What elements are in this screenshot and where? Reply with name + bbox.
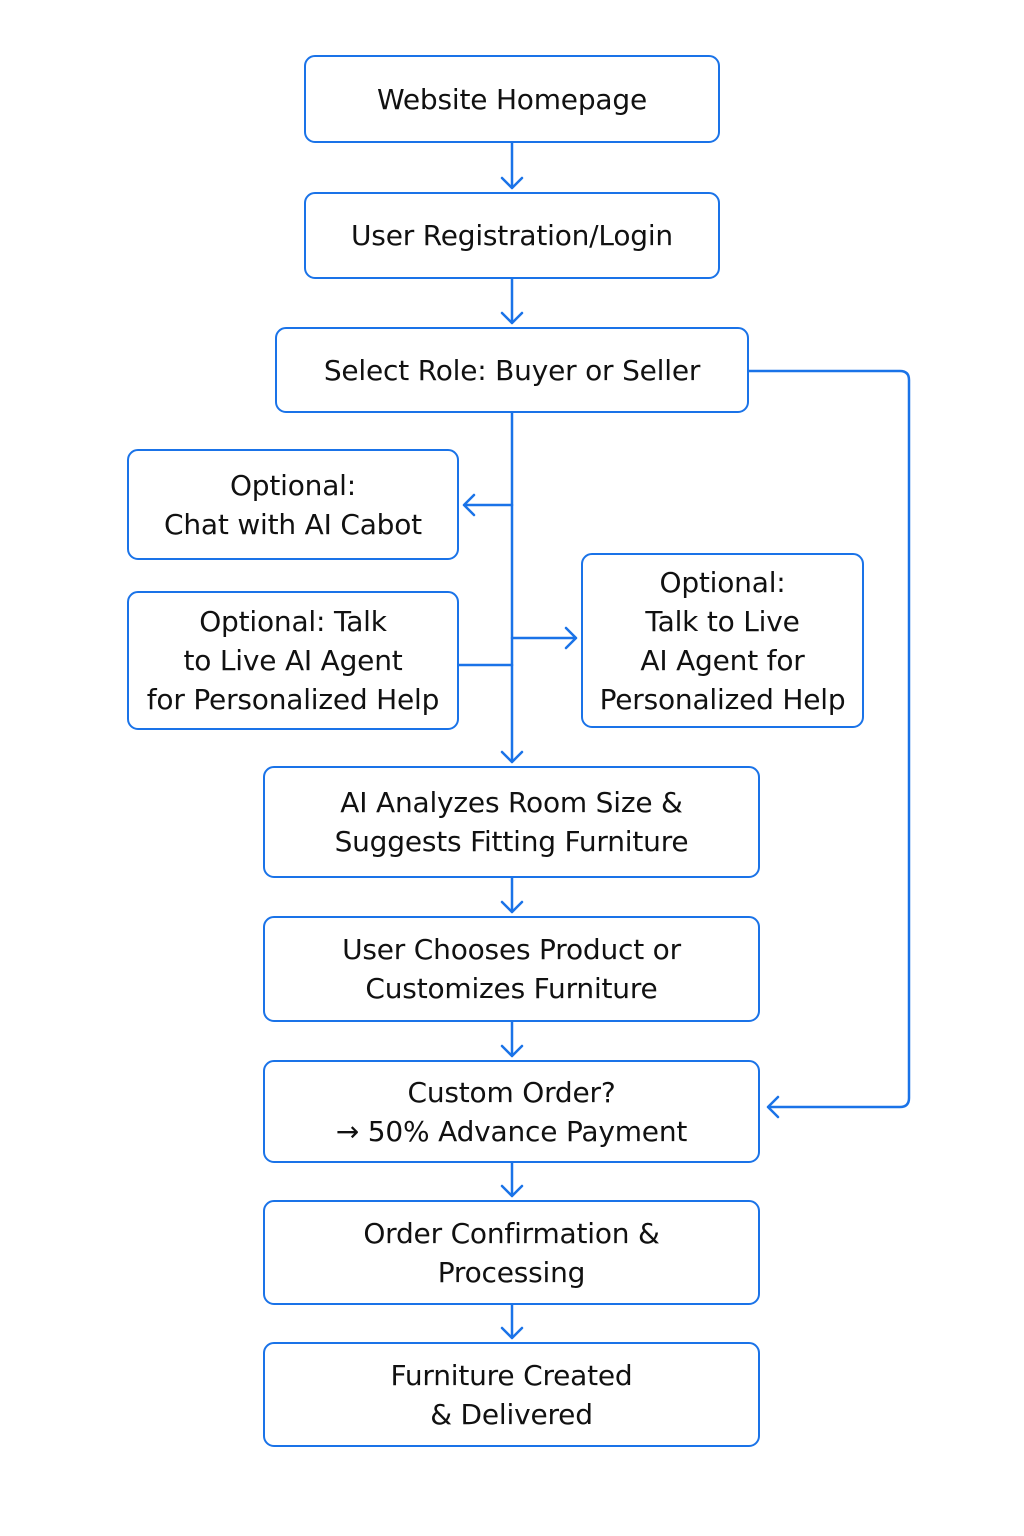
line-main-trunk [500, 411, 524, 764]
arrow-custom-order-to-confirmation [500, 1161, 524, 1198]
node-furniture-delivered: Furniture Created & Delivered [263, 1342, 760, 1447]
arrow-login-to-select-role [500, 277, 524, 325]
node-ai-analyzes-room-label: AI Analyzes Room Size & Suggests Fitting… [334, 786, 689, 858]
arrow-seller-route-to-custom-order [747, 369, 911, 1119]
node-user-registration-login: User Registration/Login [304, 192, 720, 279]
arrow-ai-analyzes-to-user-chooses [500, 876, 524, 914]
node-user-chooses-product: User Chooses Product or Customizes Furni… [263, 916, 760, 1022]
node-user-registration-login-label: User Registration/Login [351, 219, 673, 252]
node-chat-with-ai-cabot-label: Optional: Chat with AI Cabot [164, 468, 422, 541]
node-custom-order-label: Custom Order? → 50% Advance Payment [335, 1075, 688, 1148]
arrow-trunk-to-live-agent-right [510, 626, 578, 650]
node-website-homepage: Website Homepage [304, 55, 720, 143]
node-select-role-label: Select Role: Buyer or Seller [323, 353, 701, 387]
node-chat-with-ai-cabot: Optional: Chat with AI Cabot [127, 449, 459, 560]
arrow-homepage-to-login [500, 141, 524, 190]
node-select-role: Select Role: Buyer or Seller [275, 327, 749, 413]
node-live-agent-left: Optional: Talk to Live AI Agent for Pers… [127, 591, 459, 730]
arrow-user-chooses-to-custom-order [500, 1020, 524, 1058]
node-user-chooses-product-label: User Chooses Product or Customizes Furni… [342, 933, 681, 1005]
node-ai-analyzes-room: AI Analyzes Room Size & Suggests Fitting… [263, 766, 760, 878]
node-live-agent-right-label: Optional: Talk to Live AI Agent for Pers… [599, 565, 846, 716]
node-order-confirmation: Order Confirmation & Processing [263, 1200, 760, 1305]
node-live-agent-right: Optional: Talk to Live AI Agent for Pers… [581, 553, 864, 728]
arrow-confirmation-to-delivered [500, 1303, 524, 1340]
node-custom-order: Custom Order? → 50% Advance Payment [263, 1060, 760, 1163]
node-furniture-delivered-label: Furniture Created & Delivered [390, 1358, 633, 1431]
arrow-trunk-to-chat-cabot [462, 493, 514, 517]
node-live-agent-left-label: Optional: Talk to Live AI Agent for Pers… [146, 605, 440, 716]
node-website-homepage-label: Website Homepage [377, 82, 647, 116]
node-order-confirmation-label: Order Confirmation & Processing [363, 1216, 660, 1289]
